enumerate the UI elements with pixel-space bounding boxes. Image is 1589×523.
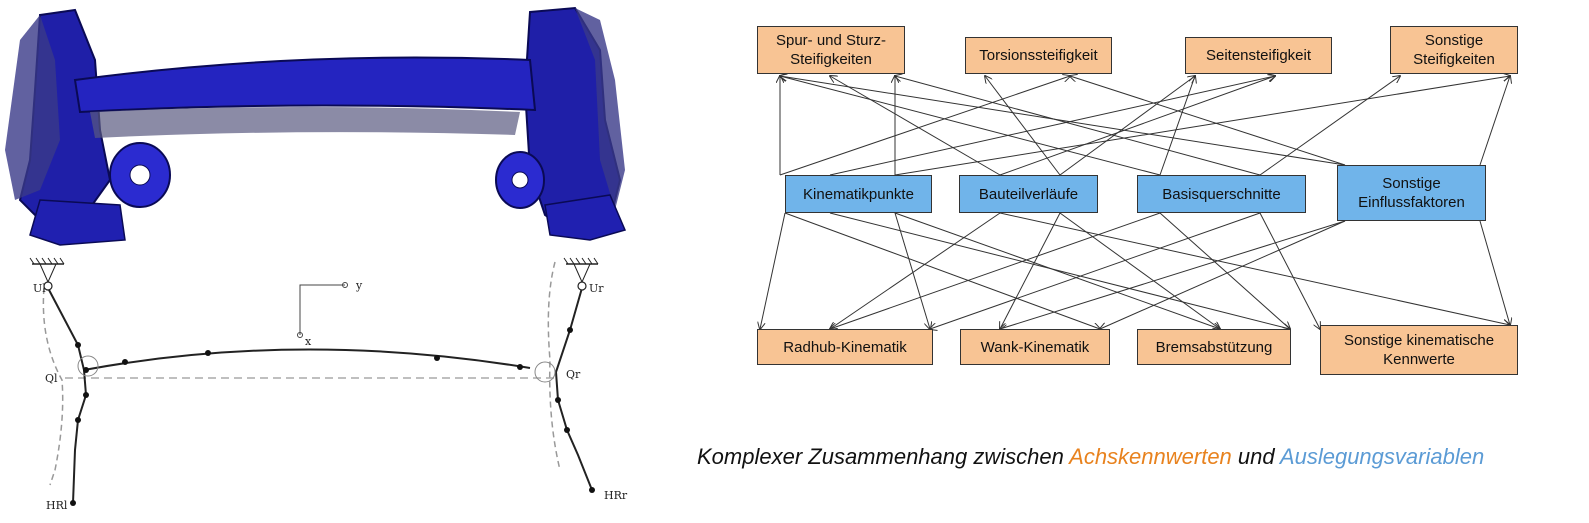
- label-axis-y: y: [355, 279, 363, 292]
- label-ul: Ul: [33, 282, 46, 295]
- relationship-arrow: [1259, 212, 1320, 329]
- node-spur-sturz-steifigkeiten: Spur- und Sturz- Steifigkeiten: [757, 26, 905, 74]
- caption-text-und: und: [1231, 444, 1280, 469]
- relationship-arrow: [894, 212, 930, 329]
- relationship-arrow: [1479, 76, 1510, 166]
- relationship-arrow: [1100, 220, 1346, 329]
- label-hrl: HRl: [46, 499, 68, 512]
- relationship-arrow: [780, 76, 1161, 176]
- caption-highlight-achskennwerten: Achskennwerten: [1069, 444, 1232, 469]
- label-ql: Ql: [45, 372, 58, 385]
- label-ur: Ur: [589, 282, 604, 295]
- node-bremsabstuetzung: Bremsabstützung: [1137, 329, 1291, 365]
- relationship-arrow: [1059, 212, 1220, 329]
- relationship-arrow: [985, 76, 1061, 176]
- node-bauteilverlaeufe: Bauteilverläufe: [959, 175, 1098, 213]
- caption-text: Komplexer Zusammenhang zwischen: [697, 444, 1070, 469]
- relationship-arrow: [780, 76, 1346, 166]
- relationship-arrow: [829, 212, 1290, 329]
- relationship-arrow: [830, 76, 1001, 176]
- coordinate-axes: [297, 282, 348, 338]
- node-seitensteifigkeit: Seitensteifigkeit: [1185, 37, 1332, 74]
- relationship-arrow: [1159, 212, 1290, 329]
- relationship-arrow: [894, 76, 1510, 176]
- node-sonstige-kinematische-kennwerte: Sonstige kinematische Kennwerte: [1320, 325, 1518, 375]
- relationship-arrow: [829, 76, 1275, 176]
- relationship-arrow: [1000, 212, 1061, 329]
- caption-highlight-auslegungsvariablen: Auslegungsvariablen: [1279, 444, 1485, 469]
- node-radhub-kinematik: Radhub-Kinematik: [757, 329, 933, 365]
- node-kinematikpunkte: Kinematikpunkte: [785, 175, 932, 213]
- label-qr: Qr: [566, 368, 581, 381]
- relationship-arrow: [1259, 76, 1400, 176]
- node-torsionssteifigkeit: Torsionssteifigkeit: [965, 37, 1112, 74]
- relationship-arrow: [830, 212, 1161, 329]
- axle-3d-render: [5, 6, 627, 246]
- relationship-arrow: [999, 212, 1510, 325]
- relationship-arrow: [930, 212, 1261, 329]
- relationship-arrow: [1159, 76, 1195, 176]
- node-sonstige-steifigkeiten: Sonstige Steifigkeiten: [1390, 26, 1518, 74]
- relationship-arrow: [1479, 220, 1510, 325]
- node-wank-kinematik: Wank-Kinematik: [960, 329, 1110, 365]
- relationship-arrow: [830, 212, 1001, 329]
- relationship-arrow: [760, 212, 786, 329]
- relationship-arrow: [1070, 76, 1346, 166]
- relationship-arrow: [1059, 76, 1195, 176]
- node-sonstige-einflussfaktoren: Sonstige Einflussfaktoren: [1337, 165, 1486, 221]
- axle-figure: Ul Ur Ql Qr HRl HRr y x: [5, 6, 628, 512]
- kinematic-joints: [70, 327, 595, 506]
- caption: Komplexer Zusammenhang zwischen Achskenn…: [697, 444, 1484, 470]
- relationship-arrow: [894, 212, 1220, 329]
- relationship-arrow: [1000, 220, 1346, 329]
- node-basisquerschnitte: Basisquerschnitte: [1137, 175, 1306, 213]
- label-axis-x: x: [305, 335, 312, 348]
- label-hrr: HRr: [604, 489, 628, 502]
- relationship-arrow: [784, 212, 1100, 329]
- relationship-arrow: [895, 76, 1261, 176]
- relationship-arrow: [999, 76, 1275, 176]
- relationship-arrow: [779, 76, 1070, 176]
